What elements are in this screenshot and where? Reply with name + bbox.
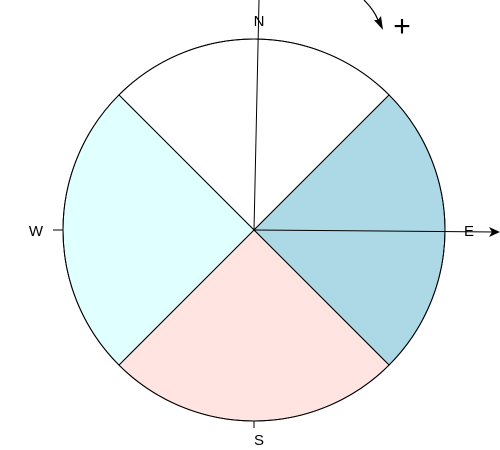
east-arrow-icon <box>489 227 500 237</box>
rotation-arrowhead-icon <box>374 16 383 30</box>
north-label: N <box>254 13 265 30</box>
rotate-plus-icon[interactable]: + <box>393 10 411 43</box>
west-label: W <box>29 223 44 240</box>
east-axis-line <box>253 229 496 233</box>
north-axis-line <box>253 0 260 231</box>
east-label: E <box>464 223 474 240</box>
south-label: S <box>254 432 264 449</box>
rotation-arrow-icon <box>363 0 379 21</box>
